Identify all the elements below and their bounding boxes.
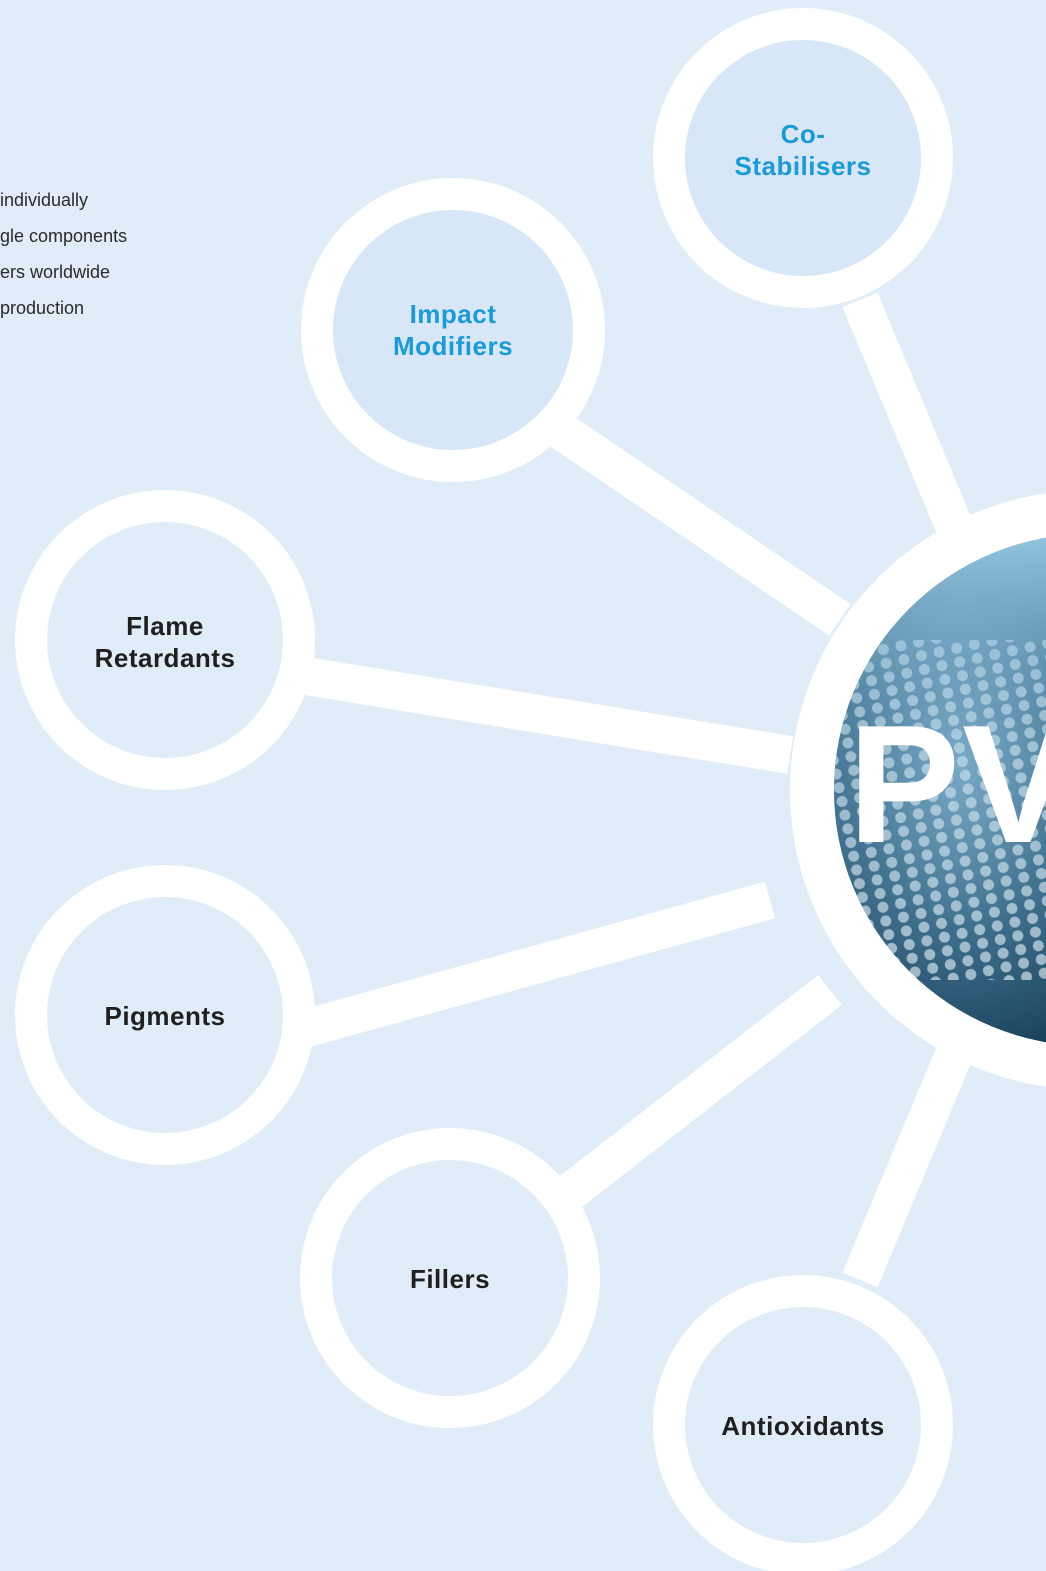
node-label-antioxidants[interactable]: Antioxidants xyxy=(721,1411,885,1441)
node-label-co-stabilisers[interactable]: Co-Stabilisers xyxy=(734,119,872,181)
intro-line: gle components xyxy=(0,226,128,246)
connector-flame-retardants xyxy=(296,656,794,774)
circle-flame-retardants[interactable] xyxy=(15,490,315,790)
node-label-pigments[interactable]: Pigments xyxy=(104,1001,226,1031)
hub-label: PV xyxy=(848,690,1046,878)
intro-line: production xyxy=(0,298,85,318)
connector-pigments xyxy=(294,881,776,1049)
satellite-circles xyxy=(15,8,953,1571)
pvc-hub xyxy=(790,493,1046,1087)
connectors xyxy=(294,292,978,1288)
circle-impact-modifiers[interactable] xyxy=(301,178,605,482)
connector-impact-modifiers xyxy=(549,414,851,636)
connector-fillers xyxy=(548,975,842,1215)
intro-line: ers worldwide xyxy=(0,262,111,282)
node-label-fillers[interactable]: Fillers xyxy=(409,1264,491,1294)
intro-text: individually gle components ers worldwid… xyxy=(0,182,127,326)
connector-antioxidants xyxy=(842,1032,978,1288)
circle-antioxidants[interactable] xyxy=(653,1275,953,1571)
connector-co-stabilisers xyxy=(842,292,978,548)
circle-fillers[interactable] xyxy=(300,1128,600,1428)
intro-line: individually xyxy=(0,190,89,210)
circle-co-stabilisers[interactable] xyxy=(653,8,953,308)
circle-pigments[interactable] xyxy=(15,865,315,1165)
